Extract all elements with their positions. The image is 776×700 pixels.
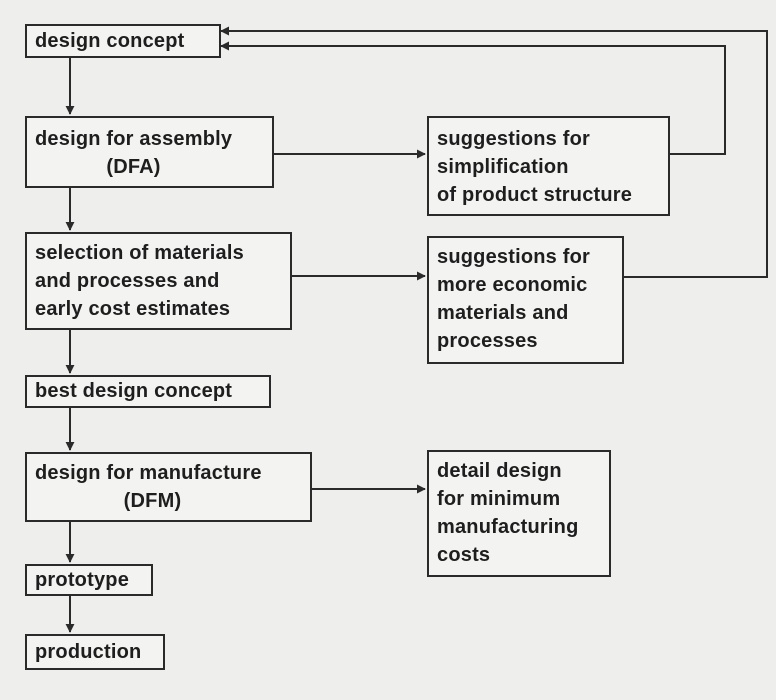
detail-design-label-line: costs [437,544,491,566]
simplification-label-line: suggestions for [437,128,591,150]
economic-suggestions-label-line: materials and [437,302,569,324]
detail-design-label-line: detail design [437,460,562,482]
dfa-box: design for assembly (DFA) [25,116,274,188]
dfa-label-line: (DFA) [106,156,161,178]
prototype-label-line: prototype [35,569,130,591]
detail-design-label-line: for minimum [437,488,561,510]
dfa-label-line: design for assembly [35,128,233,150]
design-concept-box: design concept [25,24,221,58]
feedback-economic-to-concept [220,26,768,278]
materials-selection-box: selection of materials and processes and e… [25,232,292,330]
simplification-label-line: simplification [437,156,569,178]
economic-suggestions-label-line: more economic [437,274,588,296]
design-concept-label-line: design concept [35,30,185,52]
materials-selection-label-line: and processes and [35,270,220,292]
prototype-box: prototype [25,564,153,596]
dfm-label-line: (DFM) [123,490,182,512]
economic-suggestions-label-line: processes [437,330,538,352]
simplification-label-line: of product structure [437,184,633,206]
dfm-label-line: design for manufacture [35,462,262,484]
production-label-line: production [35,641,142,663]
detail-design-label-line: manufacturing [437,516,579,538]
best-concept-box: best design concept [25,375,271,408]
materials-selection-label-line: selection of materials [35,242,244,264]
detail-design-box: detail design for minimum manufacturing cos… [427,450,611,577]
materials-selection-label-line: early cost estimates [35,298,231,320]
economic-suggestions-label-line: suggestions for [437,246,591,268]
simplification-box: suggestions for simplification of product … [427,116,670,216]
production-box: production [25,634,165,670]
economic-suggestions-box: suggestions for more economic materials an… [427,236,624,364]
best-concept-label-line: best design concept [35,380,233,402]
dfm-box: design for manufacture (DFM) [25,452,312,522]
feedback-simplification-to-concept [220,41,726,155]
